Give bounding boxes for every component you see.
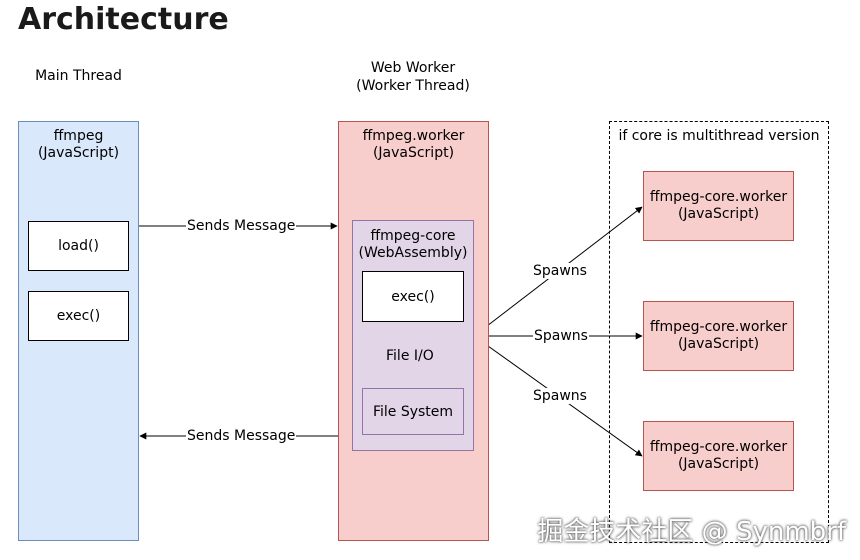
spawns-label-3: Spawns	[532, 388, 588, 404]
file-io-label: File I/O	[386, 348, 434, 364]
sends-message-label-top: Sends Message	[186, 218, 297, 234]
main-thread-heading: Main Thread	[18, 67, 139, 85]
core-worker-2-line2: (JavaScript)	[677, 336, 760, 352]
core-worker-box-1: ffmpeg-core.worker (JavaScript)	[643, 171, 794, 241]
main-thread-box-line1: ffmpeg	[53, 128, 104, 144]
watermark: 掘金技术社区 @ Synmbrf	[537, 517, 846, 547]
core-worker-1-line1: ffmpeg-core.worker	[649, 189, 788, 205]
web-worker-heading-line1: Web Worker	[370, 60, 456, 76]
sends-message-label-bottom: Sends Message	[186, 428, 297, 444]
web-worker-heading-line2: (Worker Thread)	[356, 78, 470, 94]
multithread-heading: if core is multithread version	[618, 128, 820, 144]
ffmpeg-worker-line1: ffmpeg.worker	[362, 128, 465, 144]
core-worker-3-line2: (JavaScript)	[677, 456, 760, 472]
spawns-label-2: Spawns	[533, 328, 589, 344]
multithread-group: if core is multithread version	[609, 121, 829, 543]
exec-method-label: exec()	[56, 308, 101, 324]
load-method-box: load()	[28, 221, 129, 271]
page-title: Architecture	[18, 2, 229, 37]
file-system-label: File System	[372, 403, 454, 420]
core-exec-label: exec()	[391, 288, 435, 305]
file-system-box: File System	[362, 388, 464, 435]
core-worker-box-3: ffmpeg-core.worker (JavaScript)	[643, 421, 794, 491]
web-worker-heading: Web Worker (Worker Thread)	[328, 59, 498, 95]
main-thread-box-line2: (JavaScript)	[37, 145, 120, 161]
core-exec-box: exec()	[362, 271, 464, 322]
core-worker-3-line1: ffmpeg-core.worker	[649, 439, 788, 455]
core-worker-1-line2: (JavaScript)	[677, 206, 760, 222]
exec-method-box: exec()	[28, 291, 129, 341]
ffmpeg-worker-line2: (JavaScript)	[372, 145, 455, 161]
load-method-label: load()	[58, 238, 99, 254]
main-thread-heading-text: Main Thread	[35, 68, 122, 84]
ffmpeg-core-line2: (WebAssembly)	[358, 245, 468, 261]
core-worker-2-line1: ffmpeg-core.worker	[649, 319, 788, 335]
spawns-label-1: Spawns	[532, 263, 588, 279]
core-worker-box-2: ffmpeg-core.worker (JavaScript)	[643, 301, 794, 371]
ffmpeg-core-line1: ffmpeg-core	[370, 228, 456, 244]
